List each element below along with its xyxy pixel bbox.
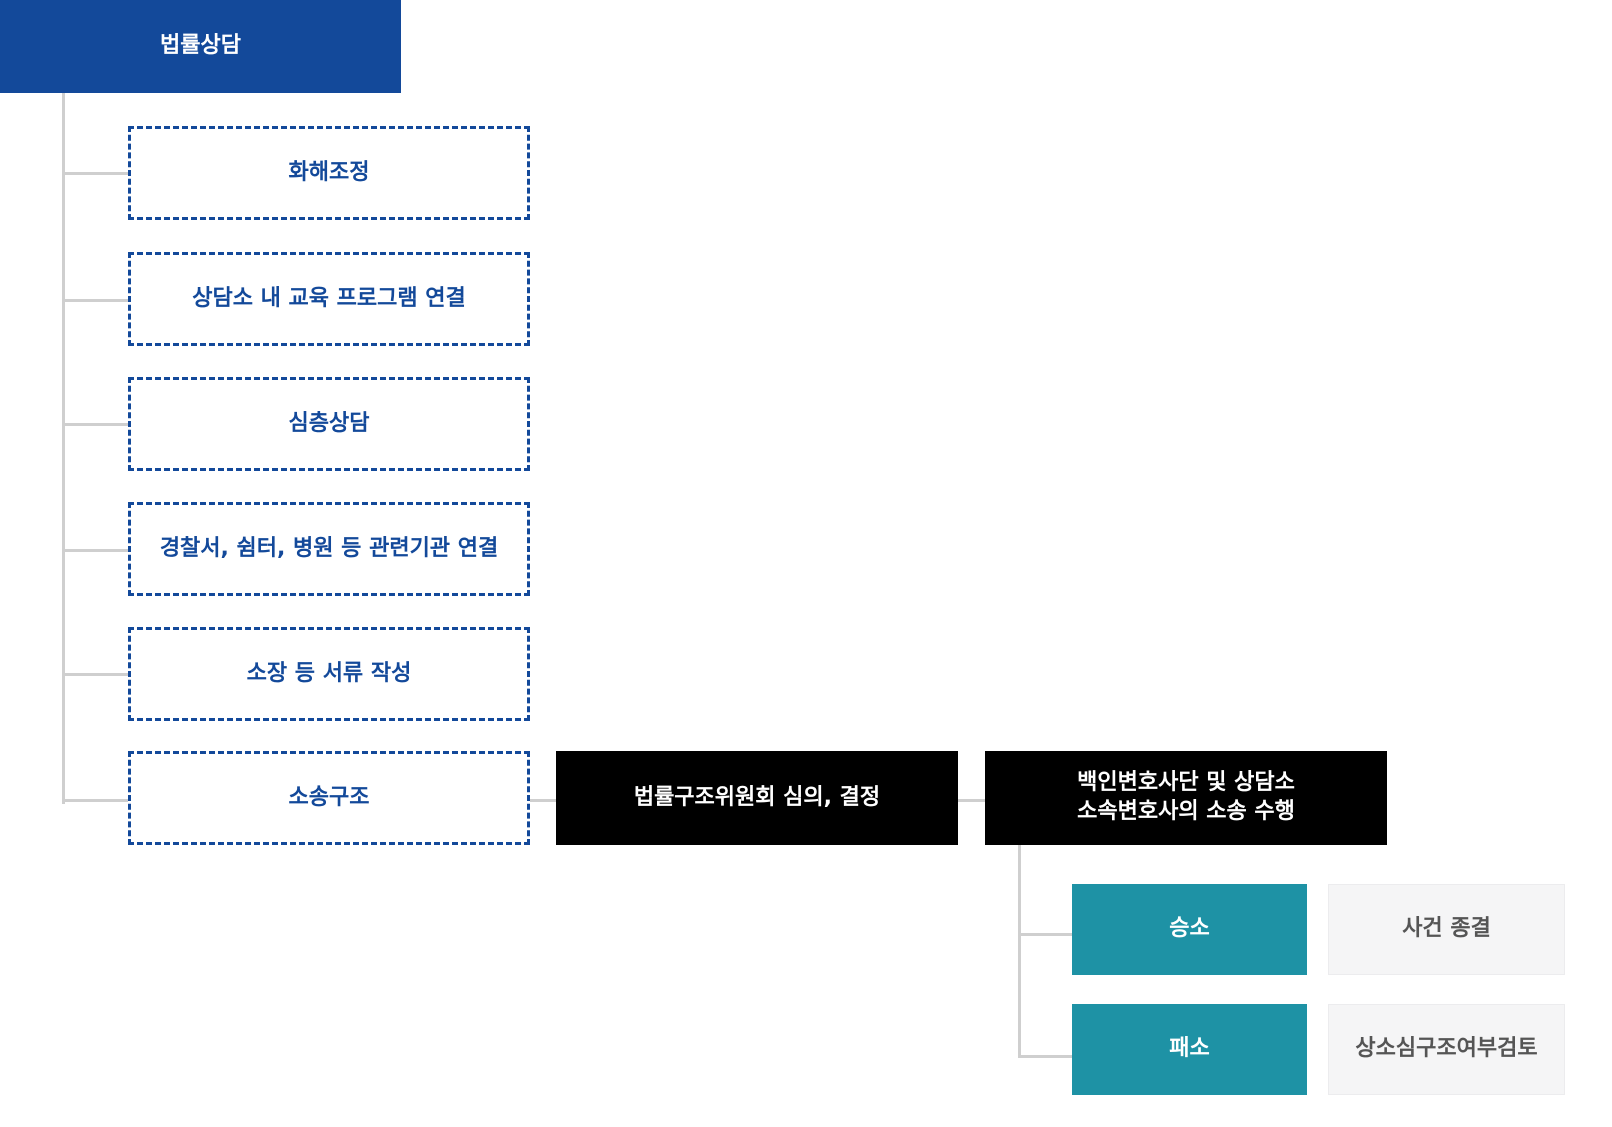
connector-litigation-committee — [530, 799, 557, 802]
outcome-branch-win — [1018, 933, 1072, 936]
connector-committee-lawyers — [958, 799, 986, 802]
outcome-branch-lose — [1018, 1055, 1072, 1058]
option-litigation-aid: 소송구조 — [128, 751, 530, 845]
branch-line-5 — [62, 673, 128, 676]
outcome-lose: 패소 — [1072, 1004, 1307, 1095]
outcome-trunk-line — [1018, 845, 1021, 1058]
option-mediation: 화해조정 — [128, 126, 530, 220]
branch-line-6 — [62, 799, 128, 802]
option-education-program: 상담소 내 교육 프로그램 연결 — [128, 252, 530, 346]
option-document-drafting: 소장 등 서류 작성 — [128, 627, 530, 721]
branch-line-1 — [62, 172, 128, 175]
lawyers-litigation-box: 백인변호사단 및 상담소 소속변호사의 소송 수행 — [985, 751, 1387, 845]
branch-line-3 — [62, 423, 128, 426]
committee-review-box: 법률구조위원회 심의, 결정 — [556, 751, 958, 845]
outcome-lose-result: 상소심구조여부검토 — [1328, 1004, 1565, 1095]
branch-line-2 — [62, 299, 128, 302]
branch-line-4 — [62, 549, 128, 552]
root-legal-consultation: 법률상담 — [0, 0, 401, 93]
option-in-depth-consultation: 심층상담 — [128, 377, 530, 471]
option-agency-referral: 경찰서, 쉼터, 병원 등 관련기관 연결 — [128, 502, 530, 596]
outcome-win: 승소 — [1072, 884, 1307, 975]
root-trunk-line — [62, 93, 65, 804]
outcome-win-result: 사건 종결 — [1328, 884, 1565, 975]
